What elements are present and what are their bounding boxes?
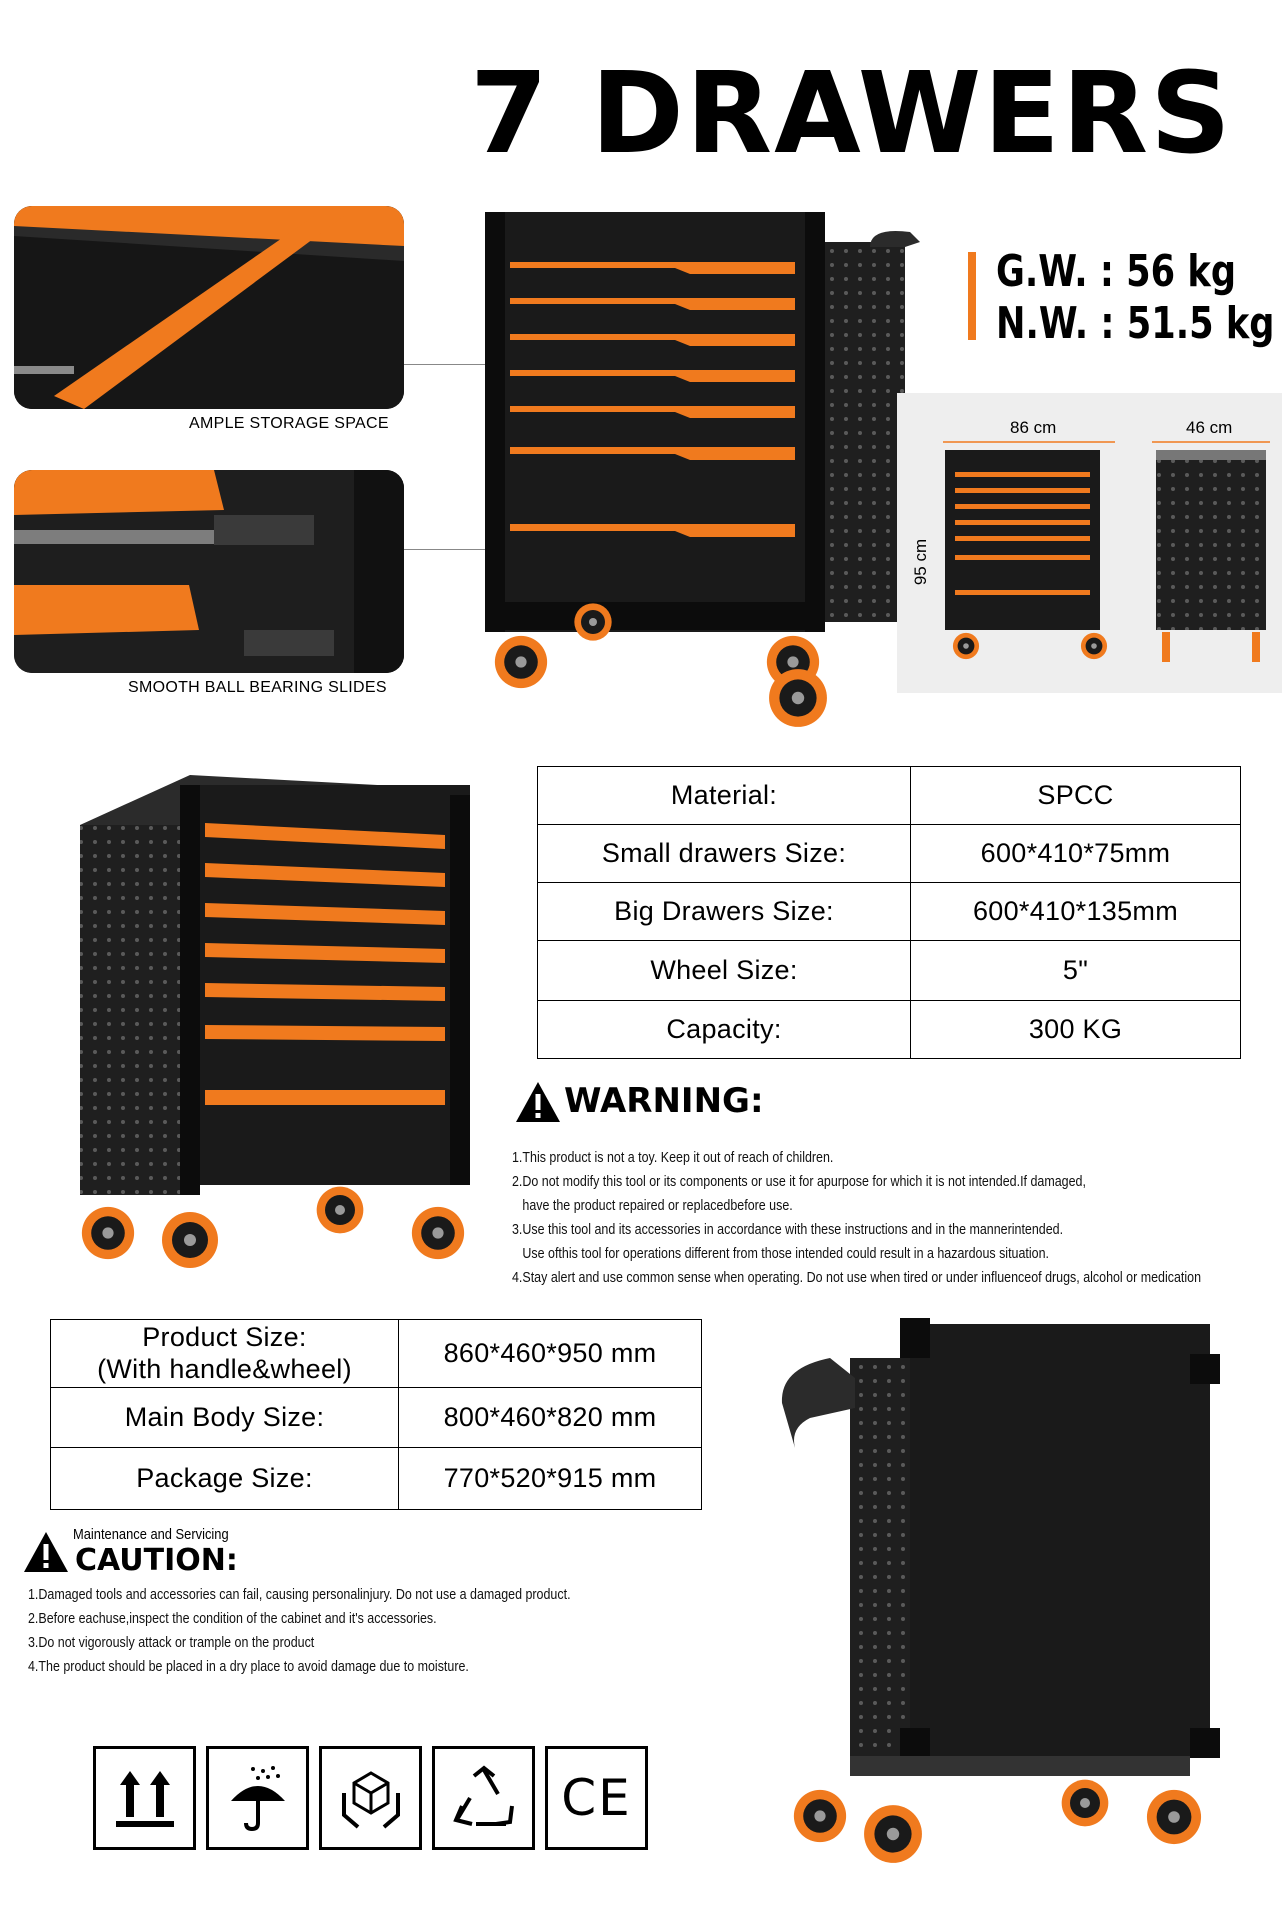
certification-icons: CE (93, 1746, 648, 1850)
ce-mark-text: CE (561, 1769, 632, 1827)
spec-label: Material: (537, 766, 911, 825)
spec-value: 5" (910, 940, 1241, 1001)
ball-bearing-photo (14, 470, 404, 673)
size-label-line: Product Size: (142, 1322, 307, 1352)
front-view-drawing (940, 440, 1115, 680)
table-row: Main Body Size: 800*460*820 mm (50, 1386, 702, 1448)
warning-line: 1.This product is not a toy. Keep it out… (512, 1150, 834, 1166)
slides-caption: SMOOTH BALL BEARING SLIDES (128, 679, 387, 696)
ce-mark-icon: CE (545, 1746, 648, 1850)
spec-value: 600*410*135mm (910, 882, 1241, 941)
width-dimension: 86 cm (1010, 418, 1057, 437)
spec-label: Capacity: (537, 1000, 911, 1059)
spec-value: SPCC (910, 766, 1241, 825)
table-row: Package Size: 770*520*915 mm (50, 1446, 702, 1510)
table-row: Big Drawers Size: 600*410*135mm (537, 882, 1241, 941)
caution-line: 2.Before eachuse,inspect the condition o… (28, 1611, 437, 1627)
this-way-up-icon (93, 1746, 196, 1850)
size-label-line: (With handle&wheel) (97, 1354, 352, 1385)
table-row: Material: SPCC (537, 766, 1241, 825)
angled-cabinet-image (60, 765, 490, 1280)
warning-line: have the product repaired or replacedbef… (512, 1198, 793, 1214)
size-label: Package Size: (50, 1446, 399, 1510)
spec-label: Big Drawers Size: (537, 882, 911, 941)
table-row: Product Size: (With handle&wheel) 860*46… (50, 1319, 702, 1388)
depth-dimension: 46 cm (1186, 418, 1233, 437)
size-value: 770*520*915 mm (398, 1446, 702, 1510)
caution-line: 3.Do not vigorously attack or trample on… (28, 1635, 315, 1651)
storage-caption: AMPLE STORAGE SPACE (189, 415, 389, 432)
size-value: 800*460*820 mm (398, 1386, 702, 1448)
table-row: Wheel Size: 5" (537, 940, 1241, 1001)
weight-accent-bar (968, 252, 976, 340)
storage-space-photo (14, 206, 404, 409)
side-view-drawing (1152, 440, 1272, 680)
size-label: Product Size: (With handle&wheel) (50, 1319, 399, 1388)
leader-line-2 (404, 549, 564, 550)
warning-line: 4.Stay alert and use common sense when o… (512, 1270, 1202, 1286)
rear-cabinet-image (770, 1318, 1240, 1873)
size-table: Product Size: (With handle&wheel) 860*46… (50, 1319, 702, 1510)
spec-label: Small drawers Size: (537, 824, 911, 883)
warning-line: 2.Do not modify this tool or its compone… (512, 1174, 1086, 1190)
keep-dry-icon (206, 1746, 309, 1850)
spec-label: Wheel Size: (537, 940, 911, 1001)
size-value: 860*460*950 mm (398, 1319, 702, 1388)
spec-value: 300 KG (910, 1000, 1241, 1059)
main-cabinet-image (475, 202, 935, 737)
spec-table: Material: SPCC Small drawers Size: 600*4… (537, 766, 1241, 1059)
leader-line-1 (404, 364, 564, 365)
caution-line: 1.Damaged tools and accessories can fail… (28, 1587, 571, 1603)
caution-triangle-icon (22, 1530, 70, 1579)
page-title: 7 DRAWERS (470, 49, 1233, 179)
height-dimension: 95 cm (911, 538, 931, 586)
caution-subtitle: Maintenance and Servicing (73, 1526, 229, 1543)
warning-title: WARNING: (564, 1081, 764, 1121)
spec-value: 600*410*75mm (910, 824, 1241, 883)
net-weight: N.W. : 51.5 kg (996, 298, 1275, 349)
size-label: Main Body Size: (50, 1386, 399, 1448)
gross-weight: G.W. : 56 kg (996, 246, 1237, 297)
recycle-icon (432, 1746, 535, 1850)
fragile-handle-icon (319, 1746, 422, 1850)
warning-line: Use ofthis tool for operations different… (512, 1246, 1049, 1262)
table-row: Capacity: 300 KG (537, 1000, 1241, 1059)
warning-line: 3.Use this tool and its accessories in a… (512, 1222, 1064, 1238)
table-row: Small drawers Size: 600*410*75mm (537, 824, 1241, 883)
caution-title: CAUTION: (75, 1543, 238, 1578)
warning-triangle-icon (514, 1080, 562, 1129)
caution-line: 4.The product should be placed in a dry … (28, 1659, 469, 1675)
